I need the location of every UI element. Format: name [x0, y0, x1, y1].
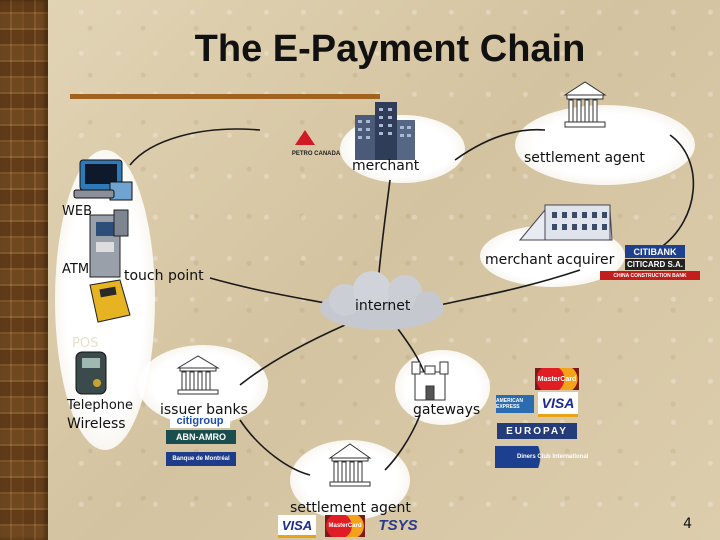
banque-logo: Banque de Montréal	[166, 452, 236, 466]
citicard-logo: CITICARD S.A.	[625, 259, 685, 270]
citibank-logo: CITIBANK	[625, 245, 685, 258]
arc-issuer-settlement	[239, 419, 311, 476]
abn-amro-logo: ABN-AMRO	[166, 430, 236, 444]
tsys-logo: TSYS	[378, 516, 418, 534]
title-underline	[70, 94, 380, 99]
computer-web-icon	[73, 159, 133, 201]
web-label: WEB	[62, 204, 92, 219]
merchant-acquirer-label: merchant acquirer	[485, 252, 615, 268]
settlement-agent-top-oval	[515, 105, 695, 185]
citigroup-logo: citigroup	[170, 414, 230, 428]
merchant-label: merchant	[352, 158, 420, 174]
bank-temple-icon-issuer	[176, 355, 220, 395]
merchant-buildings-icon	[355, 102, 415, 160]
petro-canada-logo	[295, 130, 315, 145]
arc-touchpoint-internet	[209, 277, 326, 304]
bank-temple-icon-top	[563, 81, 607, 128]
telephone-label: Telephone	[67, 398, 134, 413]
arc-internet-gateways	[394, 324, 426, 376]
europay-logo: EUROPAY	[497, 423, 577, 439]
arc-merchant-settlement	[454, 128, 546, 161]
pos-label: POS	[72, 336, 99, 351]
bank-temple-icon-bottom	[328, 443, 372, 487]
arc-acquirer-internet	[439, 269, 581, 306]
slide-number: 4	[683, 516, 692, 532]
office-building-icon	[518, 204, 613, 241]
decorative-wood-band	[0, 0, 48, 540]
internet-label: internet	[355, 298, 411, 314]
china-bank-logo: CHINA CONSTRUCTION BANK	[600, 271, 700, 280]
issuer-banks-oval	[138, 345, 268, 425]
wireless-label: Wireless	[67, 416, 126, 432]
diners-logo: Diners Club International	[495, 446, 607, 468]
gateways-label: gateways	[413, 402, 481, 418]
petro-canada-logo-text: PETRO CANADA	[291, 151, 341, 157]
atm-icon	[89, 209, 129, 278]
pos-terminal-icon	[89, 279, 131, 323]
arc-settlement-acquirer	[659, 134, 695, 249]
mastercard-logo-bottom: MasterCard	[325, 515, 365, 537]
visa-logo-gateways: VISA	[538, 392, 578, 417]
arc-gateways-settlement	[384, 414, 421, 471]
internet-cloud	[320, 271, 444, 330]
arc-touchpoint-top	[129, 128, 261, 166]
arc-internet-issuer	[239, 324, 346, 386]
page-title: The E-Payment Chain	[194, 28, 586, 70]
arc-merchant-internet	[377, 179, 391, 286]
settlement-agent-bottom-label: settlement agent	[290, 500, 411, 516]
touch-point-label: touch point	[124, 268, 204, 284]
settlement-agent-top-label: settlement agent	[524, 150, 645, 166]
telephone-wireless-icon	[75, 351, 107, 395]
amex-logo: AMERICAN EXPRESS	[496, 395, 534, 413]
castle-gateway-icon	[411, 361, 449, 401]
visa-logo-bottom: VISA	[278, 515, 316, 538]
mastercard-logo-gateways: MasterCard	[535, 368, 579, 390]
atm-label: ATM	[62, 262, 90, 277]
